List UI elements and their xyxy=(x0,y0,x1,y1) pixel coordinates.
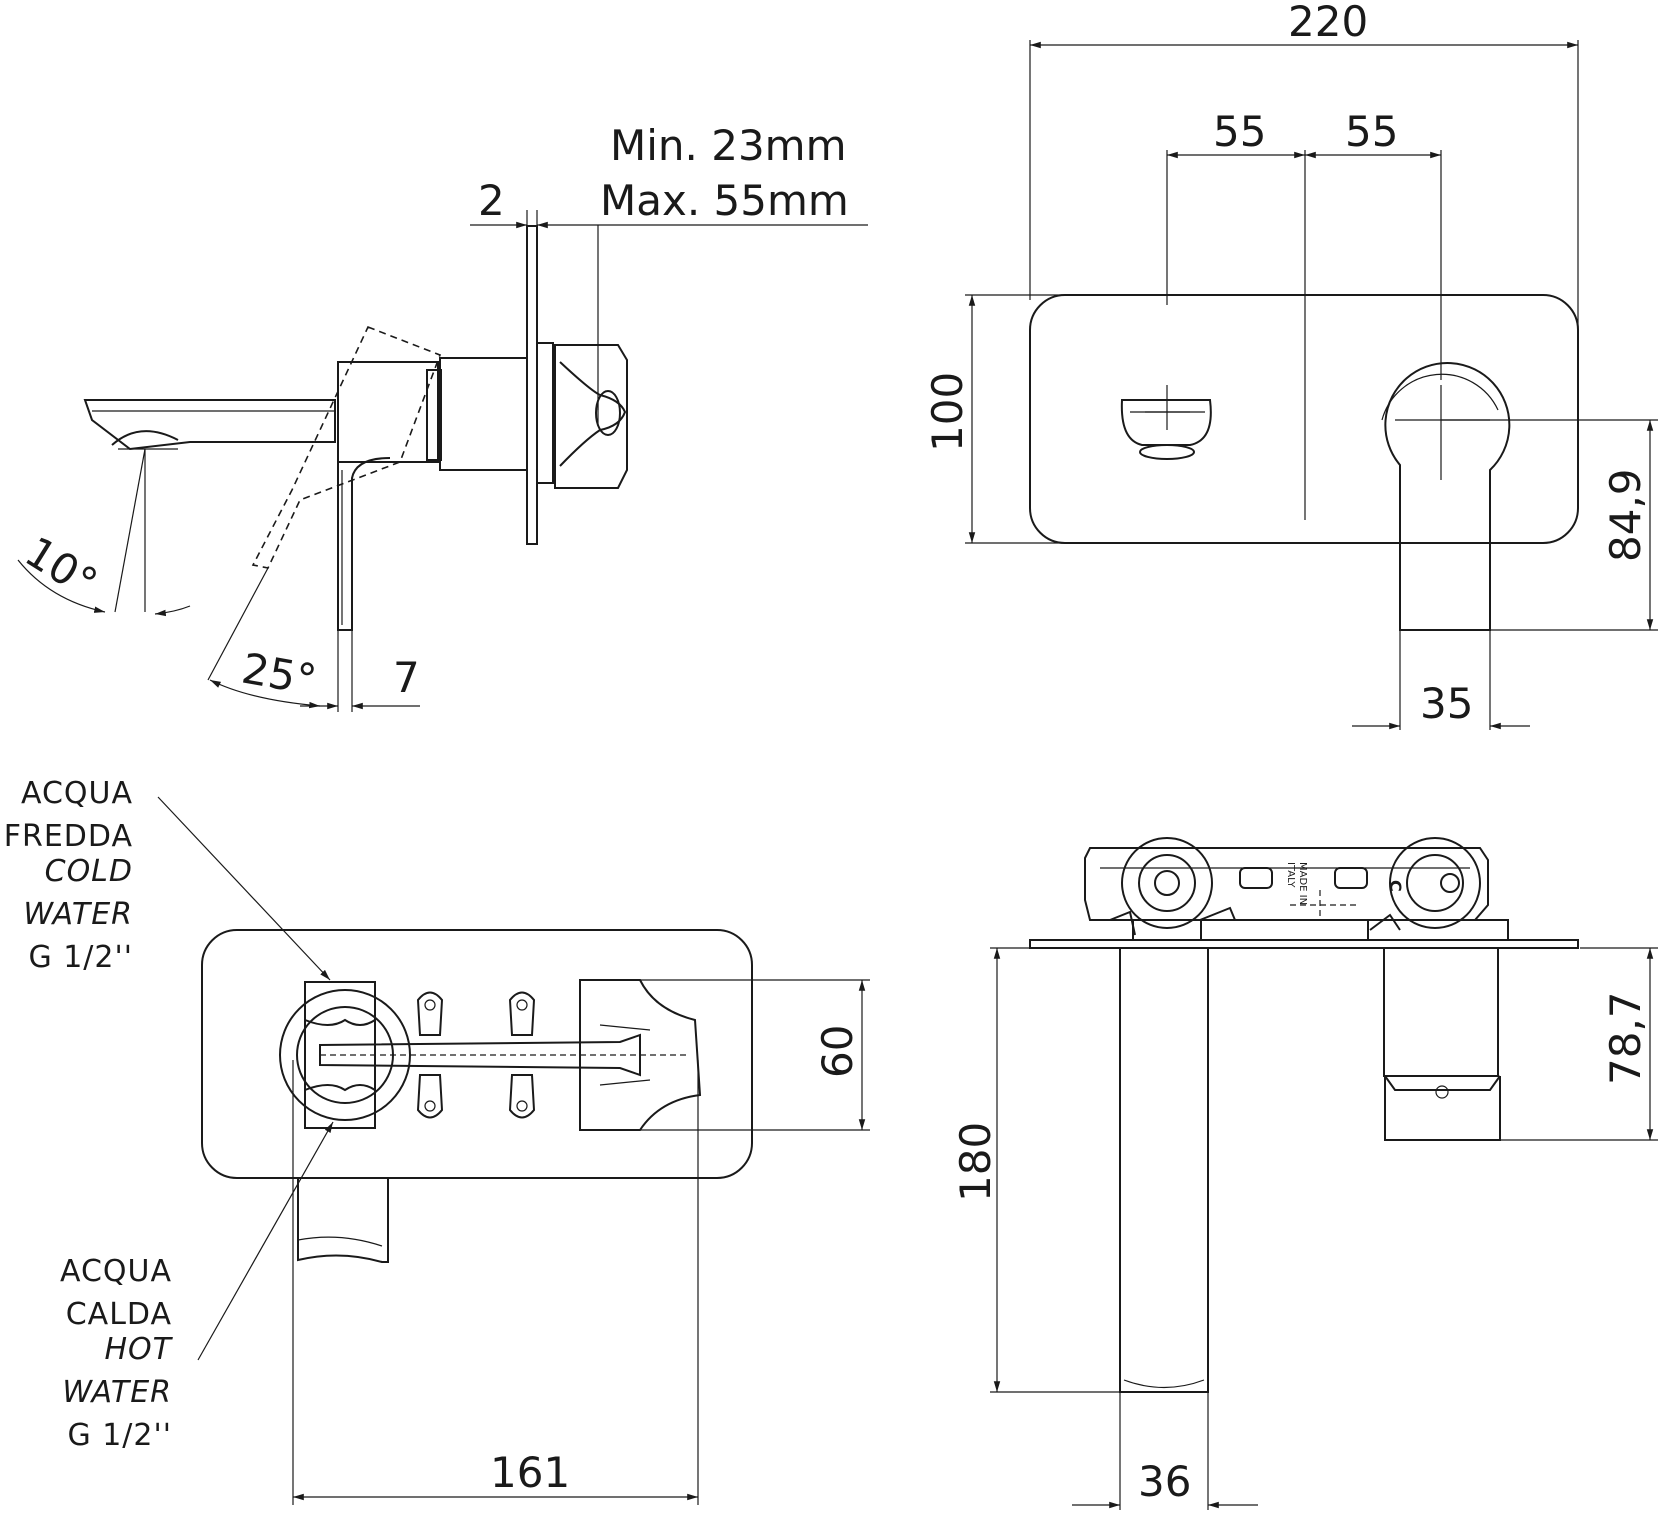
hot-label-1: ACQUA xyxy=(60,1254,172,1289)
plate-thickness-label: 7 xyxy=(393,653,420,702)
cold-label-en-2: WATER xyxy=(23,897,133,932)
top-handle-depth-label: 78,7 xyxy=(1601,991,1650,1085)
top-length-label: 180 xyxy=(951,1122,1000,1202)
italy-stamp: ITALY xyxy=(1285,862,1296,888)
hot-label-en-1: HOT xyxy=(105,1332,174,1367)
back-view: ACQUA FREDDA COLD WATER G 1/2'' ACQUA CA… xyxy=(4,776,870,1505)
top-spout-width-label: 36 xyxy=(1138,1457,1191,1506)
install-min-label: Min. 23mm xyxy=(610,121,847,170)
cold-label-en-1: COLD xyxy=(45,854,133,889)
handle-width-label: 35 xyxy=(1420,679,1473,728)
made-in-stamp: MADE IN xyxy=(1297,862,1308,905)
front-width-label: 220 xyxy=(1288,0,1368,46)
spout-angle-label: 10° xyxy=(17,527,106,608)
top-view: MADE IN ITALY C 180 36 78,7 xyxy=(951,837,1658,1510)
cold-thread-label: G 1/2'' xyxy=(28,940,133,975)
c-stamp: C xyxy=(1386,880,1405,892)
front-left-offset-label: 55 xyxy=(1213,107,1266,156)
front-right-offset-label: 55 xyxy=(1345,107,1398,156)
front-height-label: 100 xyxy=(923,372,972,452)
back-width-label: 161 xyxy=(490,1448,570,1497)
side-view: Min. 23mm Max. 55mm 2 10° 25° 7 xyxy=(17,121,868,712)
lever-angle-label: 25° xyxy=(238,644,320,705)
cold-label-1: ACQUA xyxy=(21,776,133,811)
hot-label-2: CALDA xyxy=(66,1297,172,1332)
plate-dim-label: 2 xyxy=(478,176,505,225)
handle-height-label: 84,9 xyxy=(1601,468,1650,562)
install-max-label: Max. 55mm xyxy=(600,176,849,225)
cold-label-2: FREDDA xyxy=(4,819,133,854)
hot-label-en-2: WATER xyxy=(62,1375,172,1410)
front-view: 220 55 55 100 84,9 35 xyxy=(923,0,1658,730)
hot-thread-label: G 1/2'' xyxy=(67,1418,172,1453)
back-depth-label: 60 xyxy=(813,1025,862,1078)
